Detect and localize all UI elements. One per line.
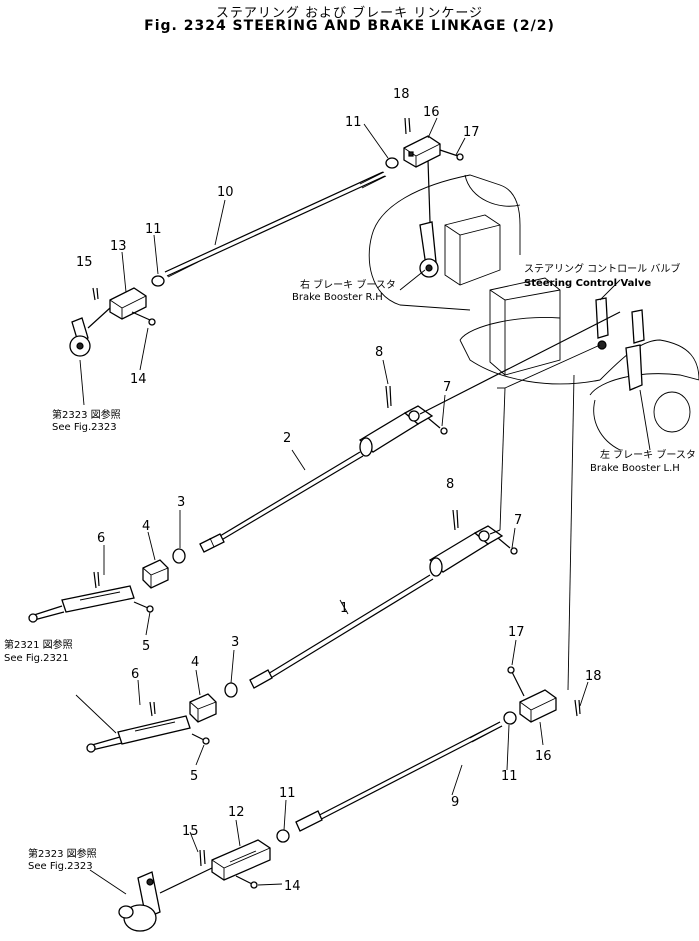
clevis-4-upper xyxy=(142,559,169,589)
callout-9: 9 xyxy=(451,795,459,810)
nut-11-lower-right xyxy=(503,711,517,725)
reference-2321: See Fig.2321 xyxy=(4,653,69,664)
callout-3-lower: 3 xyxy=(231,635,239,650)
brake-booster-lh-label-jp: 左 ブレーキ ブースタ xyxy=(600,448,696,461)
callout-11-upper-right: 11 xyxy=(345,115,362,130)
callout-13: 13 xyxy=(110,239,127,254)
nut-3-lower xyxy=(224,682,238,698)
yoke-12 xyxy=(211,839,271,881)
callout-7-upper: 7 xyxy=(443,380,451,395)
callout-14-upper: 14 xyxy=(130,372,147,387)
pin-14-lower xyxy=(235,875,258,889)
brake-booster-lh-label: Brake Booster L.H xyxy=(590,463,680,474)
callout-1: 1 xyxy=(340,601,348,616)
pin-5-lower xyxy=(191,733,210,745)
reference-2323-lower: See Fig.2323 xyxy=(28,861,93,872)
control-lever-6-lower xyxy=(86,715,191,753)
reference-2323-lower-jp: 第2323 図参照 xyxy=(28,847,97,860)
leader-lines xyxy=(75,117,621,895)
yoke-16-lower xyxy=(519,689,557,723)
callout-14-lower: 14 xyxy=(284,879,301,894)
callout-8-lower: 8 xyxy=(446,477,454,492)
reference-2323-upper: See Fig.2323 xyxy=(52,422,117,433)
cable-routing-lines xyxy=(497,344,601,691)
figure-title-japanese: ステアリング および ブレーキ リンケージ xyxy=(215,6,484,21)
lever-upper-left xyxy=(69,307,111,357)
nut-3-upper xyxy=(172,548,186,564)
nut-11-bottom xyxy=(276,829,290,843)
callout-15-upper: 15 xyxy=(76,255,93,270)
callout-4-upper: 4 xyxy=(142,519,150,534)
nut-11-left xyxy=(151,275,165,287)
yoke-13 xyxy=(109,287,147,320)
callout-16-upper: 16 xyxy=(423,105,440,120)
brake-rod-10 xyxy=(164,171,387,278)
brake-booster-lh-lever xyxy=(595,297,645,391)
pin-17-lower xyxy=(507,666,525,697)
lever-bottom-left xyxy=(118,867,213,932)
callout-8-upper: 8 xyxy=(375,345,383,360)
callout-11-lower-right: 11 xyxy=(501,769,518,784)
callout-16-lower: 16 xyxy=(535,749,552,764)
callout-11-left: 11 xyxy=(145,222,162,237)
callout-17-lower: 17 xyxy=(508,625,525,640)
callout-3-upper: 3 xyxy=(177,495,185,510)
steering-cable-2 xyxy=(199,311,621,553)
control-lever-6-upper xyxy=(28,585,135,623)
cotter-pins xyxy=(92,117,581,867)
callout-10: 10 xyxy=(217,185,234,200)
yoke-16-upper xyxy=(403,135,441,168)
brake-booster-rh-lever xyxy=(419,159,439,278)
nut-11-upper-right xyxy=(385,157,399,169)
callout-4-lower: 4 xyxy=(191,655,199,670)
brake-rod-9 xyxy=(295,721,503,832)
clevis-4-lower xyxy=(189,693,217,723)
callout-17-upper: 17 xyxy=(463,125,480,140)
steering-control-valve-label-jp: ステアリング コントロール バルブ xyxy=(524,262,680,275)
reference-2321-jp: 第2321 図参照 xyxy=(4,638,73,651)
pin-14-upper xyxy=(131,311,156,326)
brake-booster-rh-label-jp: 右 ブレーキ ブースタ xyxy=(300,278,396,291)
callout-7-lower: 7 xyxy=(514,513,522,528)
brake-booster-rh-label: Brake Booster R.H xyxy=(292,292,383,303)
callout-6-upper: 6 xyxy=(97,531,105,546)
reference-2323-upper-jp: 第2323 図参照 xyxy=(52,408,121,421)
callout-18-lower: 18 xyxy=(585,669,602,684)
steering-cable-1 xyxy=(249,525,518,689)
callout-6-lower: 6 xyxy=(131,667,139,682)
callout-numbers: 1 2 3 3 4 4 5 5 6 6 7 7 8 8 9 10 11 11 1… xyxy=(76,87,602,894)
callout-12: 12 xyxy=(228,805,245,820)
figure-title: Fig. 2324 STEERING AND BRAKE LINKAGE (2/… xyxy=(144,18,555,34)
callout-18-upper: 18 xyxy=(393,87,410,102)
callout-2: 2 xyxy=(283,431,291,446)
steering-control-valve-label: Steering Control Valve xyxy=(524,278,651,289)
callout-5-upper: 5 xyxy=(142,639,150,654)
pin-17-upper xyxy=(439,149,464,161)
annotations: 右 ブレーキ ブースタ Brake Booster R.H ステアリング コント… xyxy=(4,262,696,872)
callout-15-lower: 15 xyxy=(182,824,199,839)
pin-5-upper xyxy=(133,601,154,613)
callout-11-bottom: 11 xyxy=(279,786,296,801)
callout-5-lower: 5 xyxy=(190,769,198,784)
